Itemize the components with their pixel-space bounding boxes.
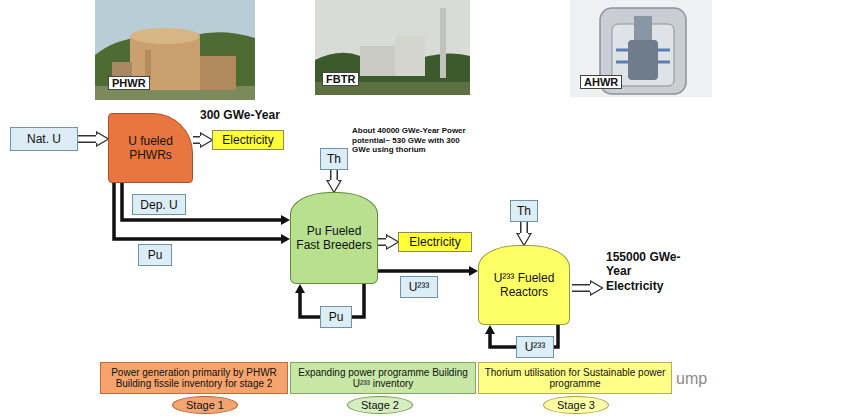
stage-ellipse: Stage 2 [347, 396, 413, 414]
photo-caption: AHWR [580, 75, 622, 89]
arrow-fill [522, 222, 527, 233]
flow-arrow [524, 222, 525, 233]
watermark: ump [676, 370, 707, 388]
fuel-box: U²³³ [516, 336, 554, 358]
fuel-box: Dep. U [132, 194, 186, 215]
annotation: About 40000 GWe-Year Power potential~ 53… [352, 126, 470, 155]
arrow-fill [193, 138, 200, 143]
reactor-box: U fueled PHWRs [108, 113, 193, 183]
arrow-outline [193, 136, 200, 144]
node-text: Pu [329, 310, 344, 324]
arrow-outline [78, 135, 96, 143]
node-text: Power generation primarily by PHWR Build… [104, 367, 284, 390]
output-arrow [572, 288, 590, 289]
fuel-box: Pu [320, 306, 352, 328]
node-text: Th [327, 152, 341, 166]
node-text: U fueled PHWRs [113, 134, 188, 163]
fuel-line [114, 183, 281, 239]
flow-arrow [78, 139, 96, 140]
output-box: Electricity [398, 232, 472, 252]
fuel-path [300, 293, 320, 317]
flow-arrow [193, 140, 200, 141]
node-text: Th [517, 204, 531, 218]
node-text: Expanding power programme Building U²³³ … [294, 367, 472, 390]
node-text: Dep. U [140, 198, 177, 212]
fuel-path [114, 183, 281, 239]
node-text: Pu Fueled Fast Breeders [295, 224, 373, 253]
fuel-path [378, 269, 469, 273]
energy-figure: 155000 GWe-Year Electricity [606, 250, 684, 293]
arrow-fill [332, 170, 337, 180]
fuel-line [122, 183, 281, 220]
node-text: Electricity [409, 235, 460, 249]
photo-caption: FBTR [322, 72, 359, 86]
stage-band: Thorium utilisation for Sustainable powe… [478, 362, 672, 394]
stage-ellipse: Stage 3 [543, 396, 609, 414]
node-text: U²³³ [525, 340, 546, 354]
ahwr-cutaway [570, 0, 712, 97]
node-text: Thorium utilisation for Sustainable powe… [482, 367, 668, 390]
node-text: U²³³ [409, 280, 430, 294]
flow-arrow [378, 242, 386, 243]
node-text: Nat. U [27, 132, 61, 146]
node-text: Stage 2 [361, 399, 399, 411]
arrow-fill [78, 137, 96, 142]
fbtr-photo [315, 0, 470, 95]
fuel-box: Nat. U [10, 127, 78, 151]
photo-caption: PHWR [108, 76, 150, 90]
fuel-box: Th [510, 200, 538, 222]
fuel-line [490, 334, 516, 347]
stage-band: Expanding power programme Building U²³³ … [290, 362, 476, 394]
fuel-path [554, 325, 558, 347]
fuel-path [352, 284, 364, 317]
node-text: U²³³ Fueled Reactors [483, 271, 565, 300]
fuel-box: Pu [138, 244, 172, 266]
fuel-box: Th [320, 148, 348, 170]
energy-figure: 300 GWe-Year [200, 108, 280, 122]
stage-ellipse: Stage 1 [172, 396, 238, 414]
phwr-photo [95, 0, 255, 100]
stage-band: Power generation primarily by PHWR Build… [100, 362, 288, 394]
arrow-outline [330, 170, 338, 180]
node-text: Pu [148, 248, 163, 262]
arrow-fill [572, 286, 590, 291]
fuel-line [352, 284, 364, 317]
arrow-outline [378, 238, 386, 246]
node-text: Stage 3 [557, 399, 595, 411]
arrow-fill [378, 240, 386, 245]
fuel-line [300, 293, 320, 317]
node-text: Electricity [222, 133, 273, 147]
fuel-path [122, 183, 281, 220]
fuel-line [554, 325, 558, 347]
fuel-line [378, 271, 469, 272]
reactor-box: U²³³ Fueled Reactors [478, 245, 570, 325]
arrow-outline [520, 222, 528, 233]
reactor-box: Pu Fueled Fast Breeders [290, 192, 378, 284]
node-text: Stage 1 [186, 399, 224, 411]
fuel-box: U²³³ [400, 276, 438, 298]
flow-arrow [334, 170, 335, 180]
output-box: Electricity [212, 130, 284, 150]
arrow-outline [572, 284, 590, 292]
fuel-path [490, 334, 516, 347]
